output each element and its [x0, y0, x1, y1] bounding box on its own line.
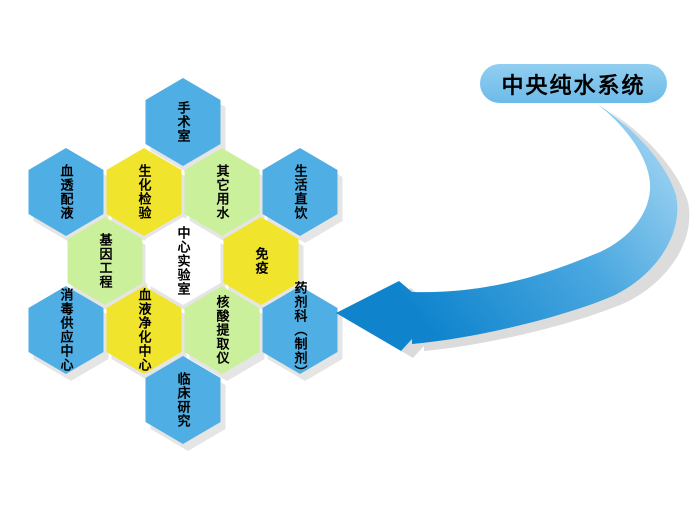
hexagon-shenghuo-zhiyin [262, 148, 338, 236]
hexagon-shenghua-jianyan [106, 148, 182, 236]
hexagon-cells [28, 78, 338, 444]
hexagon-yaojike-zhiji [262, 286, 338, 374]
hexagon-xueye-jinghua [106, 286, 182, 374]
swoosh-arrow-icon [336, 104, 678, 351]
title-pill [480, 64, 667, 103]
hexagon-hesuan-tiquyi [184, 286, 260, 374]
hexagon-linchuang-yanjiu [145, 356, 221, 444]
hexagon-shoushushi [145, 78, 221, 166]
hexagon-xuetou-peiye [28, 148, 104, 236]
hexagon-xiaodu-gongying [28, 286, 104, 374]
hexagon-qita-yongshui [184, 148, 260, 236]
hexagon-zhongxin-shiyanshi [145, 217, 221, 305]
hexagon-mianyi [223, 217, 299, 305]
hexagon-jiyin-gongcheng [67, 217, 143, 305]
